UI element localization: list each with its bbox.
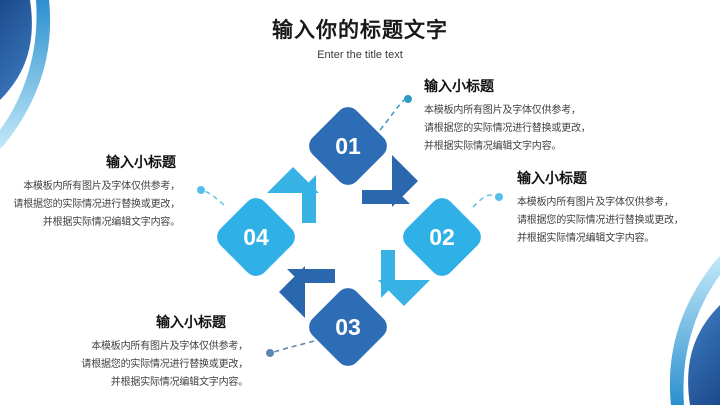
connector-dot-04 <box>197 186 205 194</box>
block-body-line: 请根据您的实际情况进行替换或更改， <box>424 123 591 134</box>
block-heading: 输入小标题 <box>424 78 494 94</box>
page-subtitle: Enter the title text <box>317 49 403 61</box>
connector-line-03 <box>273 340 315 353</box>
chevron-arrow-top-left-icon <box>267 167 319 223</box>
page-title: 输入你的标题文字 <box>272 19 448 42</box>
block-body-line: 并根据实际情况编辑文字内容。 <box>110 377 248 388</box>
cycle-diagram: 01 02 03 04 <box>197 95 503 366</box>
subtitle-block-left: 输入小标题 本模板内所有图片及字体仅供参考， 请根据您的实际情况进行替换或更改，… <box>0 152 180 232</box>
diamond-node-01: 01 <box>309 107 387 185</box>
connector-line-01 <box>379 99 405 131</box>
corner-swoosh-shape <box>669 256 720 405</box>
block-heading: 输入小标题 <box>156 314 226 330</box>
connector-line-04 <box>203 190 225 206</box>
diamond-number-04: 04 <box>243 224 269 250</box>
diamond-node-03: 03 <box>309 288 387 366</box>
diamond-node-04: 04 <box>217 198 295 276</box>
diamond-number-02: 02 <box>429 224 455 250</box>
slide-header: 输入你的标题文字 Enter the title text <box>0 14 720 61</box>
block-body-line: 请根据您的实际情况进行替换或更改， <box>517 215 684 226</box>
chevron-arrow-bottom-right-icon <box>378 250 430 306</box>
block-body-line: 本模板内所有图片及字体仅供参考， <box>517 197 674 208</box>
connector-dot-03 <box>266 349 274 357</box>
subtitle-block-top-right: 输入小标题 本模板内所有图片及字体仅供参考， 请根据您的实际情况进行替换或更改，… <box>424 76 674 156</box>
block-body-line: 并根据实际情况编辑文字内容。 <box>42 217 180 228</box>
block-body-line: 本模板内所有图片及字体仅供参考， <box>23 181 180 192</box>
diamond-number-01: 01 <box>335 133 361 159</box>
subtitle-block-right: 输入小标题 本模板内所有图片及字体仅供参考， 请根据您的实际情况进行替换或更改，… <box>517 168 717 248</box>
corner-decoration-bottom-right <box>669 256 720 405</box>
chevron-arrow-top-right-icon <box>362 155 418 207</box>
connector-line-02 <box>472 194 496 208</box>
subtitle-block-bottom: 输入小标题 本模板内所有图片及字体仅供参考， 请根据您的实际情况进行替换或更改，… <box>28 312 248 392</box>
corner-dark-shape <box>688 305 720 405</box>
connector-dot-01 <box>404 95 412 103</box>
block-body-line: 本模板内所有图片及字体仅供参考， <box>91 341 248 352</box>
chevron-arrow-bottom-left-icon <box>279 266 335 318</box>
diamond-number-03: 03 <box>335 314 361 340</box>
block-body-line: 并根据实际情况编辑文字内容。 <box>517 233 655 244</box>
connector-dot-02 <box>495 193 503 201</box>
block-body-line: 请根据您的实际情况进行替换或更改， <box>13 199 180 210</box>
block-body-line: 本模板内所有图片及字体仅供参考， <box>424 105 581 116</box>
block-body-line: 并根据实际情况编辑文字内容。 <box>424 141 562 152</box>
block-heading: 输入小标题 <box>106 154 176 170</box>
block-heading: 输入小标题 <box>517 170 587 186</box>
diamond-node-02: 02 <box>403 198 481 276</box>
block-body-line: 请根据您的实际情况进行替换或更改， <box>81 359 248 370</box>
